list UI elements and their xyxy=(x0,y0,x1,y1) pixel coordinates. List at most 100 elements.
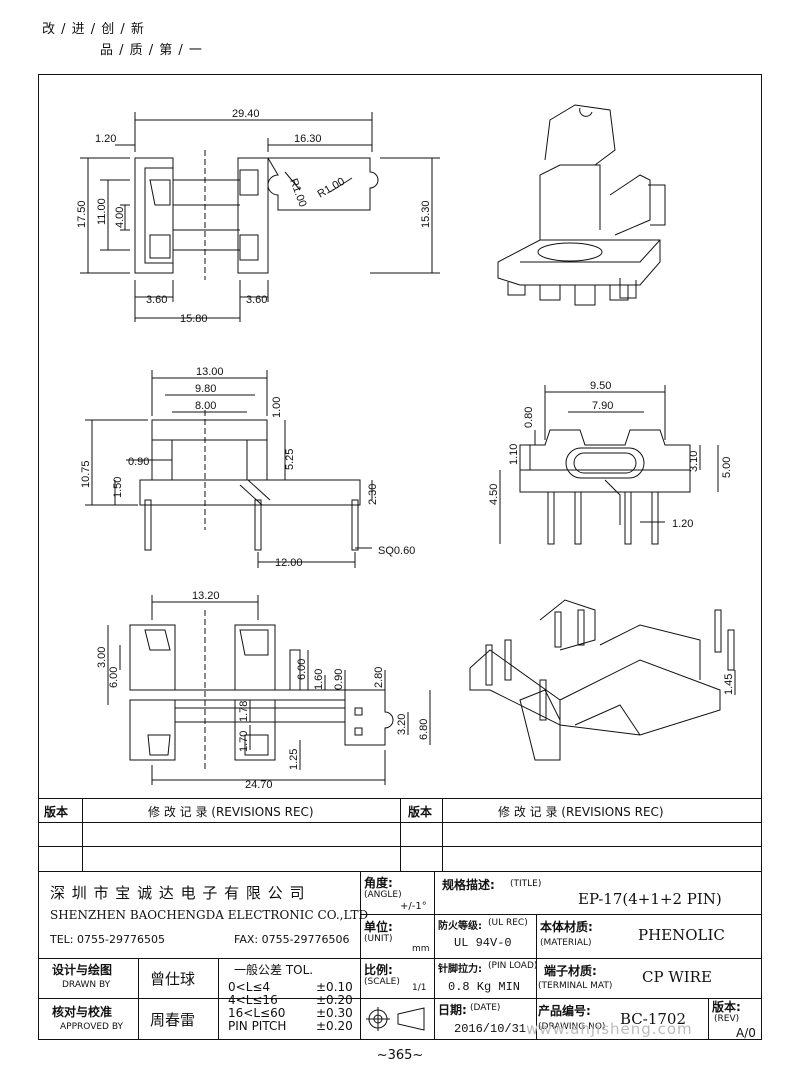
dim-bottom-h8: 3.20 xyxy=(396,714,408,735)
title-value: EP-17(4+1+2 PIN) xyxy=(578,890,722,908)
drawn-by-name: 曾仕球 xyxy=(150,970,196,988)
scale-en: (SCALE) xyxy=(364,977,400,987)
dim-iso-pin: 1.45 xyxy=(723,674,735,695)
material-label: 本体材质: xyxy=(540,920,593,934)
dim-bottom-h11: 1.25 xyxy=(288,749,300,770)
angle-value: +/-1° xyxy=(400,901,427,912)
dim-bottom-h1: 3.00 xyxy=(96,647,108,668)
dim-front-pin-span: 12.00 xyxy=(275,557,303,569)
fire-label: 防火等级: xyxy=(438,921,482,932)
drawn-by-en: DRAWN BY xyxy=(62,980,111,990)
tolerance-values: ±0.10 ±0.20 ±0.30 ±0.20 xyxy=(316,981,353,1033)
dim-right-leg: 3.60 xyxy=(246,294,267,306)
drawing-value: BC-1702 xyxy=(620,1010,687,1028)
scale-value: 1/1 xyxy=(412,983,427,993)
dim-side-h1: 0.80 xyxy=(523,407,535,428)
dim-right-height: 15.30 xyxy=(420,200,432,228)
top-view xyxy=(80,112,440,322)
angle-en: (ANGLE) xyxy=(364,890,402,900)
tolerance-title: 一般公差 TOL. xyxy=(234,963,314,977)
iso-view-bottom xyxy=(469,599,736,761)
iso-view-top xyxy=(497,104,666,306)
technical-drawing: 29.40 16.30 1.20 17.50 11.00 4.00 R1.00 … xyxy=(76,104,736,791)
dim-front-base: 1.50 xyxy=(112,477,124,498)
dim-side-h3: 3.10 xyxy=(688,451,700,472)
drawing-en: (DRAWING NO) xyxy=(538,1022,606,1032)
dim-radius-large: R1.00 xyxy=(316,176,347,201)
dim-bottom-h4: 1.60 xyxy=(313,669,325,690)
tolerance-value: ±0.20 xyxy=(316,1019,353,1033)
dim-bottom-h5: 0.90 xyxy=(333,669,345,690)
dim-side-h5: 4.50 xyxy=(488,484,500,505)
dim-height-mid: 11.00 xyxy=(96,198,108,225)
slogan-line-1: 改 / 进 / 创 / 新 xyxy=(42,22,145,37)
dim-front-pin-sq: SQ0.60 xyxy=(378,545,415,557)
pinload-value: 0.8 Kg MIN xyxy=(448,980,521,994)
dim-bottom-h3: 6.00 xyxy=(296,659,308,680)
dim-bottom-h10: 1.70 xyxy=(238,731,250,752)
company-fax: FAX: 0755-29776506 xyxy=(234,933,350,946)
material-en: (MATERIAL) xyxy=(540,938,592,948)
rev-record-header: 修 改 记 录 (REVISIONS REC) xyxy=(148,805,314,819)
bottom-view xyxy=(107,595,431,785)
company-name-cn: 深 圳 市 宝 诚 达 电 子 有 限 公 司 xyxy=(50,884,306,902)
rev-version-header: 版本 xyxy=(44,805,69,819)
drawing-frame xyxy=(38,74,762,1040)
rev-label: 版本: xyxy=(712,1000,741,1014)
dim-front-htop: 1.00 xyxy=(271,397,283,418)
dim-left-leg: 3.60 xyxy=(146,294,167,306)
terminal-value: CP WIRE xyxy=(642,968,712,986)
fire-en: (UL REC) xyxy=(488,918,528,928)
dim-bottom-h2: 6.00 xyxy=(108,667,120,688)
dim-front-flange: 0.90 xyxy=(128,456,149,468)
date-en: (DATE) xyxy=(470,1003,501,1013)
title-block: 版本 修 改 记 录 (REVISIONS REC) 版本 修 改 记 录 (R… xyxy=(38,798,762,1040)
company-name-en: SHENZHEN BAOCHENGDA ELECTRONIC CO.,LTD xyxy=(50,908,369,922)
rev-version-header-2: 版本 xyxy=(408,805,433,819)
dim-height-outer: 17.50 xyxy=(76,200,88,228)
title-en: (TITLE) xyxy=(510,879,542,889)
dim-side-w1: 9.50 xyxy=(590,380,611,392)
dim-tab-width: 16.30 xyxy=(294,133,322,145)
title-label: 规格描述: xyxy=(442,878,495,892)
tolerance-range: PIN PITCH xyxy=(228,1019,287,1033)
dim-overall-width: 29.40 xyxy=(232,108,260,120)
rev-record-header-2: 修 改 记 录 (REVISIONS REC) xyxy=(498,805,664,819)
dim-side-h4: 5.00 xyxy=(721,457,733,478)
pinload-label: 针脚拉力: xyxy=(438,964,482,975)
tolerance-range: 4<L≤16 xyxy=(228,993,278,1007)
scale-label: 比例: xyxy=(364,963,393,977)
dim-front-height: 10.75 xyxy=(80,460,92,488)
rev-value: A/0 xyxy=(736,1026,756,1040)
tolerance-value: ±0.10 xyxy=(316,980,353,994)
dim-side-h2: 1.10 xyxy=(508,444,520,465)
dim-side-pin: 1.20 xyxy=(672,518,693,530)
drawing-label: 产品编号: xyxy=(538,1004,591,1018)
company-tel: TEL: 0755-29776505 xyxy=(50,933,165,946)
material-value: PHENOLIC xyxy=(638,926,725,944)
dim-side-w2: 7.90 xyxy=(592,400,613,412)
dim-bottom-total: 24.70 xyxy=(245,779,273,791)
dim-radius-small: R1.00 xyxy=(287,177,308,209)
unit-value: mm xyxy=(412,944,430,954)
slogan-line-2: 品 / 质 / 第 / 一 xyxy=(100,43,203,58)
page-number: ~365~ xyxy=(376,1048,424,1063)
dim-edge: 1.20 xyxy=(95,133,116,145)
dim-front-hmid: 5.25 xyxy=(284,449,296,470)
terminal-en: (TERMINAL MAT) xyxy=(538,981,613,991)
tolerance-ranges: 0<L≤4 4<L≤16 16<L≤60 PIN PITCH xyxy=(228,981,286,1033)
angle-label: 角度: xyxy=(364,876,393,890)
dim-front-w3: 8.00 xyxy=(195,400,216,412)
drawn-by-cn: 设计与绘图 xyxy=(52,963,113,977)
unit-label: 单位: xyxy=(364,920,393,934)
dim-bottom-h9: 6.80 xyxy=(418,719,430,740)
unit-en: (UNIT) xyxy=(364,934,393,944)
dim-bottom-h6: 2.80 xyxy=(373,667,385,688)
terminal-label: 端子材质: xyxy=(544,964,597,978)
side-view xyxy=(499,385,719,545)
approved-by-cn: 核对与校准 xyxy=(52,1005,113,1019)
dim-bottom-h7: 1.78 xyxy=(238,701,250,722)
date-label: 日期: xyxy=(438,1003,467,1017)
tolerance-range: 0<L≤4 xyxy=(228,980,271,994)
rev-en: (REV) xyxy=(714,1014,740,1024)
